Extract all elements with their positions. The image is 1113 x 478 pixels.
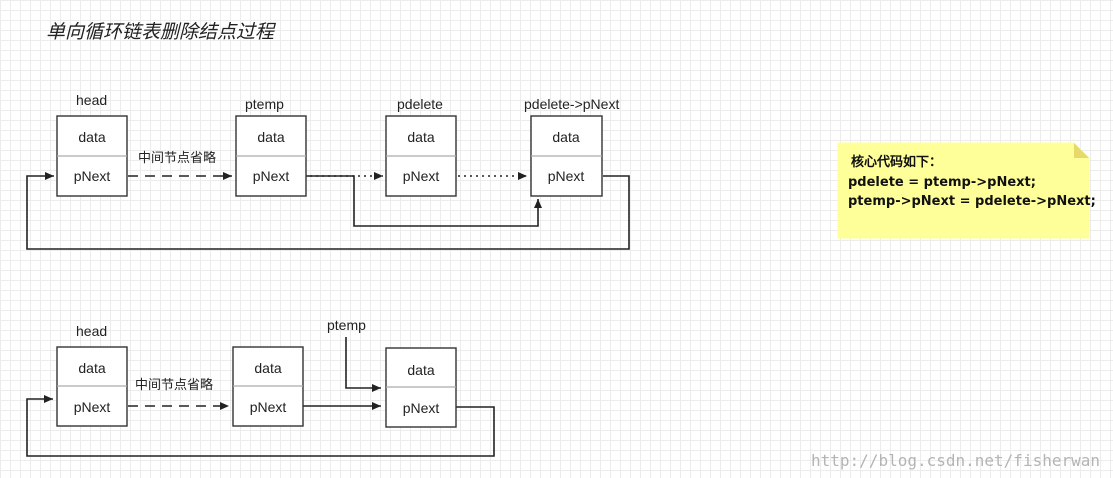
bottom-diagram: head ptemp 中间节点省略 data pNext data pNext … — [26, 317, 495, 457]
node-data-field: data — [78, 360, 105, 376]
omitted-nodes-label: 中间节点省略 — [138, 150, 216, 166]
head-label: head — [76, 323, 107, 339]
top-diagram: head ptemp pdelete pdelete->pNext 中间节点省略… — [26, 92, 630, 250]
code-note: 核心代码如下： pdelete = ptemp->pNext; ptemp->p… — [837, 142, 1096, 239]
note-line-2: ptemp->pNext = pdelete->pNext; — [848, 194, 1096, 209]
node-pdelete-next: data pNext — [530, 115, 603, 197]
watermark: http://blog.csdn.net/fisherwan — [811, 451, 1100, 470]
node-pnext-field: pNext — [548, 168, 585, 184]
node-pdelete-next: data pNext — [385, 347, 457, 428]
node-data-field: data — [407, 129, 434, 145]
omitted-nodes-label: 中间节点省略 — [135, 377, 213, 393]
head-label: head — [76, 92, 107, 108]
ptemp-label: ptemp — [327, 317, 366, 333]
node-data-field: data — [257, 129, 284, 145]
node-pnext-field: pNext — [403, 400, 440, 416]
edge-ptemp-pointer — [345, 337, 381, 392]
node-ptemp: data pNext — [235, 115, 307, 197]
node-pnext-field: pNext — [253, 168, 290, 184]
pdelete-pnext-label: pdelete->pNext — [524, 96, 619, 112]
node-pnext-field: pNext — [403, 168, 440, 184]
node-head: data pNext — [56, 115, 128, 197]
edge-circular-return — [26, 395, 495, 457]
node-pnext-field: pNext — [74, 399, 111, 415]
ptemp-label: ptemp — [245, 96, 284, 112]
diagram-title: 单向循环链表删除结点过程 — [46, 21, 277, 43]
node-pnext-field: pNext — [74, 168, 111, 184]
node-data-field: data — [552, 129, 579, 145]
node-data-field: data — [254, 360, 281, 376]
node-data-field: data — [78, 129, 105, 145]
node-pnext-field: pNext — [250, 399, 287, 415]
note-heading: 核心代码如下： — [851, 154, 942, 170]
edge-circular-return — [26, 172, 630, 250]
node-pdelete: data pNext — [385, 115, 457, 197]
pdelete-label: pdelete — [397, 96, 443, 112]
node-head: data pNext — [56, 346, 128, 427]
node-ptemp: data pNext — [232, 346, 304, 427]
note-line-1: pdelete = ptemp->pNext; — [848, 175, 1036, 190]
edge-ptemp-relink — [298, 175, 542, 227]
node-data-field: data — [407, 362, 434, 378]
